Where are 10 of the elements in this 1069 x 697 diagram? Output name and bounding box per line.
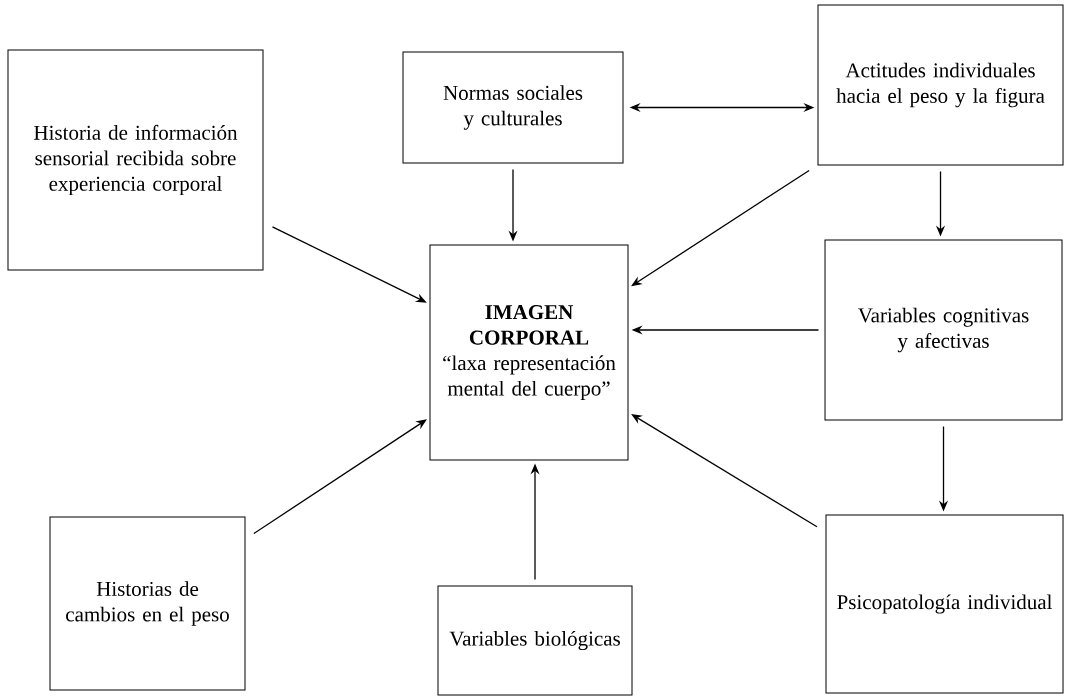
factor-box: Psicopatología individual (825, 514, 1064, 694)
factor-box: Normas sociales y culturales (402, 51, 624, 164)
arrow (253, 419, 427, 535)
arrow (631, 414, 818, 528)
concept-box: IMAGEN CORPORAL “laxa representación mental del cuerpo” (429, 244, 629, 461)
factor-box: Variables cognitivas y afectivas (824, 239, 1063, 421)
factor-box: Historias de cambios en el peso (49, 516, 246, 691)
factor-box: Actitudes individuales hacia el peso y la figura (817, 4, 1064, 166)
factor-box: Historia de información sensorial recibida sobre experiencia corporal (7, 49, 264, 271)
factor-box: Variables biológicas (437, 585, 633, 696)
